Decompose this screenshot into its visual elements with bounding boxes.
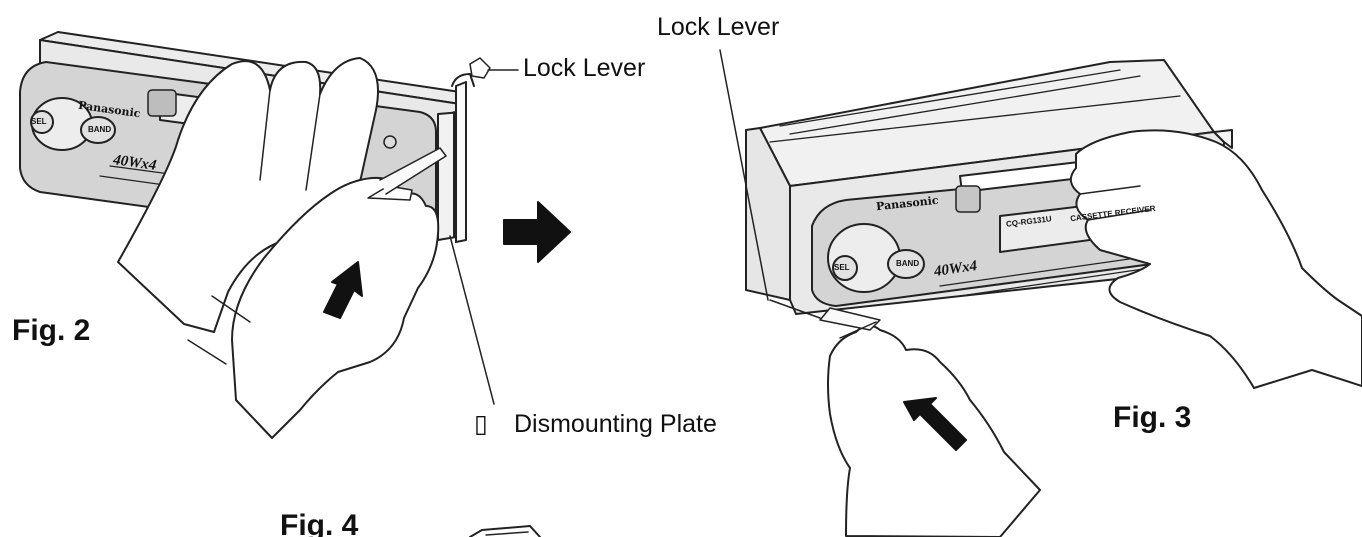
fig4-partial-outline	[469, 525, 541, 537]
fig3-band-button: BAND	[896, 259, 920, 268]
fig3-hand-top	[1069, 129, 1362, 389]
dismounting-plate-label: Dismounting Plate	[514, 410, 717, 438]
dismounting-plate-bullet: ▯	[474, 410, 488, 438]
fig3-push-arrow	[903, 397, 967, 451]
fig3-sel-button: SEL	[834, 263, 850, 272]
lock-lever-label-fig2: Lock Lever	[523, 54, 646, 82]
fig2-band-button: BAND	[88, 125, 112, 134]
fig3-label: Fig. 3	[1113, 401, 1192, 434]
fig2-push-arrow	[323, 261, 363, 319]
fig3-hand-bottom	[827, 324, 1041, 537]
fig4-label: Fig. 4	[280, 509, 359, 537]
transition-arrow	[503, 201, 571, 263]
fig2-label: Fig. 2	[12, 314, 91, 347]
fig2-sel-button: SEL	[31, 117, 47, 126]
lock-lever-label-fig3: Lock Lever	[657, 13, 780, 41]
